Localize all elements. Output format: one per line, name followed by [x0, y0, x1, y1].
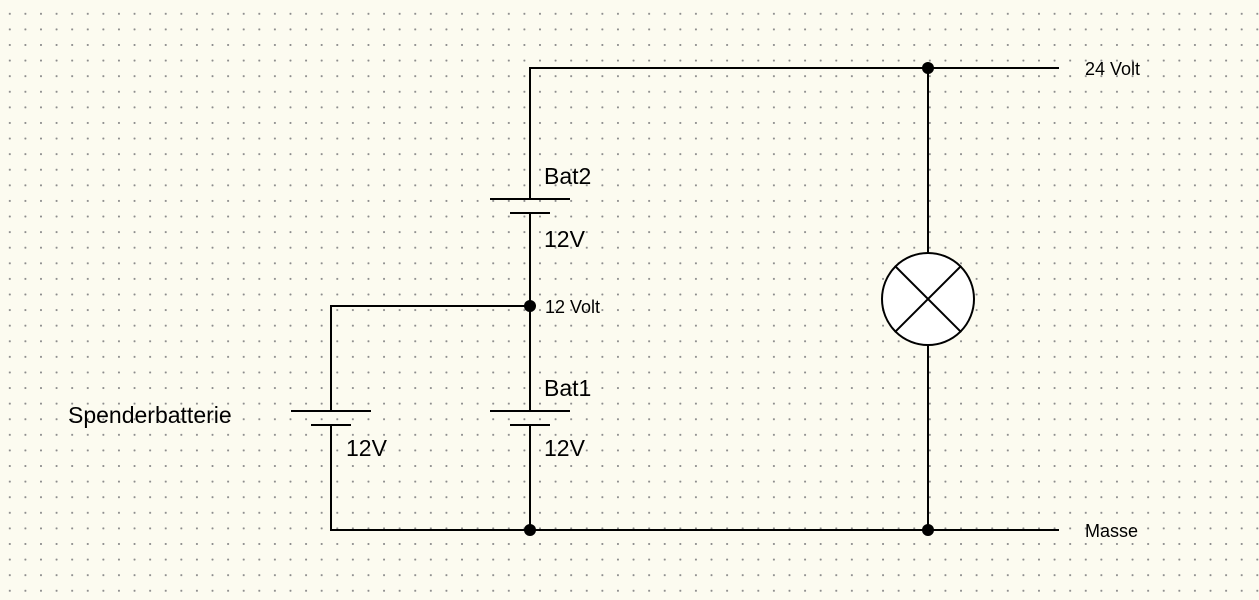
label-12-volt: 12 Volt — [545, 297, 601, 317]
junction-mid — [524, 300, 536, 312]
label-bat2-voltage: 12V — [544, 226, 585, 252]
label-bat1-voltage: 12V — [544, 435, 585, 461]
label-24-volt: 24 Volt — [1085, 59, 1141, 79]
label-masse: Masse — [1085, 521, 1139, 541]
label-bat2: Bat2 — [544, 163, 592, 189]
label-donor-voltage: 12V — [346, 435, 387, 461]
junction-bottom-lamp — [922, 524, 934, 536]
lamp-icon — [881, 252, 975, 346]
label-spenderbatterie: Spenderbatterie — [68, 402, 232, 428]
label-bat1: Bat1 — [544, 375, 592, 401]
junction-top-lamp — [922, 62, 934, 74]
junction-bottom-main — [524, 524, 536, 536]
